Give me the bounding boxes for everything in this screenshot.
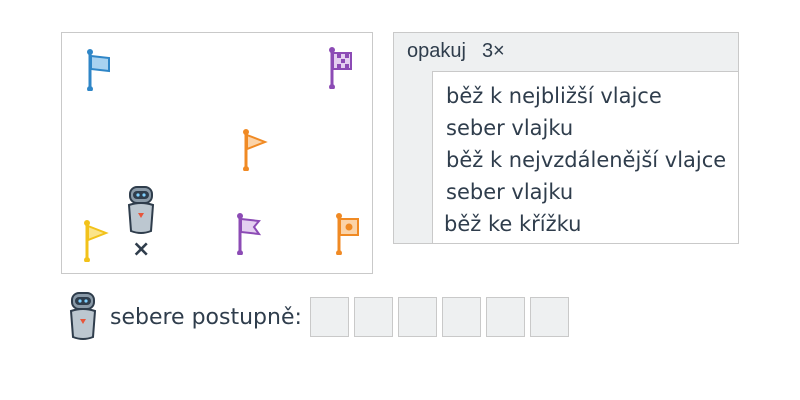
command-line: běž k nejvzdálenější vlajce bbox=[446, 148, 727, 172]
answer-slot[interactable] bbox=[309, 297, 349, 337]
answer-slot[interactable] bbox=[529, 297, 569, 337]
answer-slot[interactable] bbox=[441, 297, 481, 337]
repeat-block-header: opakuj 3× bbox=[407, 40, 505, 63]
answer-slot[interactable] bbox=[353, 297, 393, 337]
flag-orange-dot bbox=[336, 213, 359, 255]
answer-slot[interactable] bbox=[397, 297, 437, 337]
flag-purple-checkered bbox=[329, 47, 352, 89]
repeat-keyword: opakuj bbox=[407, 40, 466, 62]
command-line: běž ke křížku bbox=[444, 212, 582, 236]
command-line: běž k nejbližší vlajce bbox=[446, 84, 662, 108]
answer-slot[interactable] bbox=[485, 297, 525, 337]
command-line: seber vlajku bbox=[446, 116, 574, 140]
flag-blue bbox=[87, 49, 110, 91]
answer-label: sebere postupně: bbox=[110, 304, 302, 330]
repeat-count: 3× bbox=[481, 40, 505, 62]
flag-orange-pennant bbox=[243, 129, 268, 171]
repeat-block-body: běž k nejbližší vlajce seber vlajku běž … bbox=[432, 71, 738, 243]
robot-icon bbox=[127, 186, 155, 234]
command-line: seber vlajku bbox=[446, 180, 574, 204]
robot-icon bbox=[69, 292, 97, 340]
map-panel: × bbox=[61, 32, 373, 274]
answer-slots bbox=[309, 297, 569, 337]
answer-row: sebere postupně: bbox=[66, 290, 569, 344]
flag-yellow-pennant bbox=[84, 220, 109, 262]
program-panel: opakuj 3× běž k nejbližší vlajce seber v… bbox=[393, 32, 739, 244]
flag-purple-notched bbox=[237, 213, 262, 255]
cross-target-icon: × bbox=[132, 237, 151, 262]
